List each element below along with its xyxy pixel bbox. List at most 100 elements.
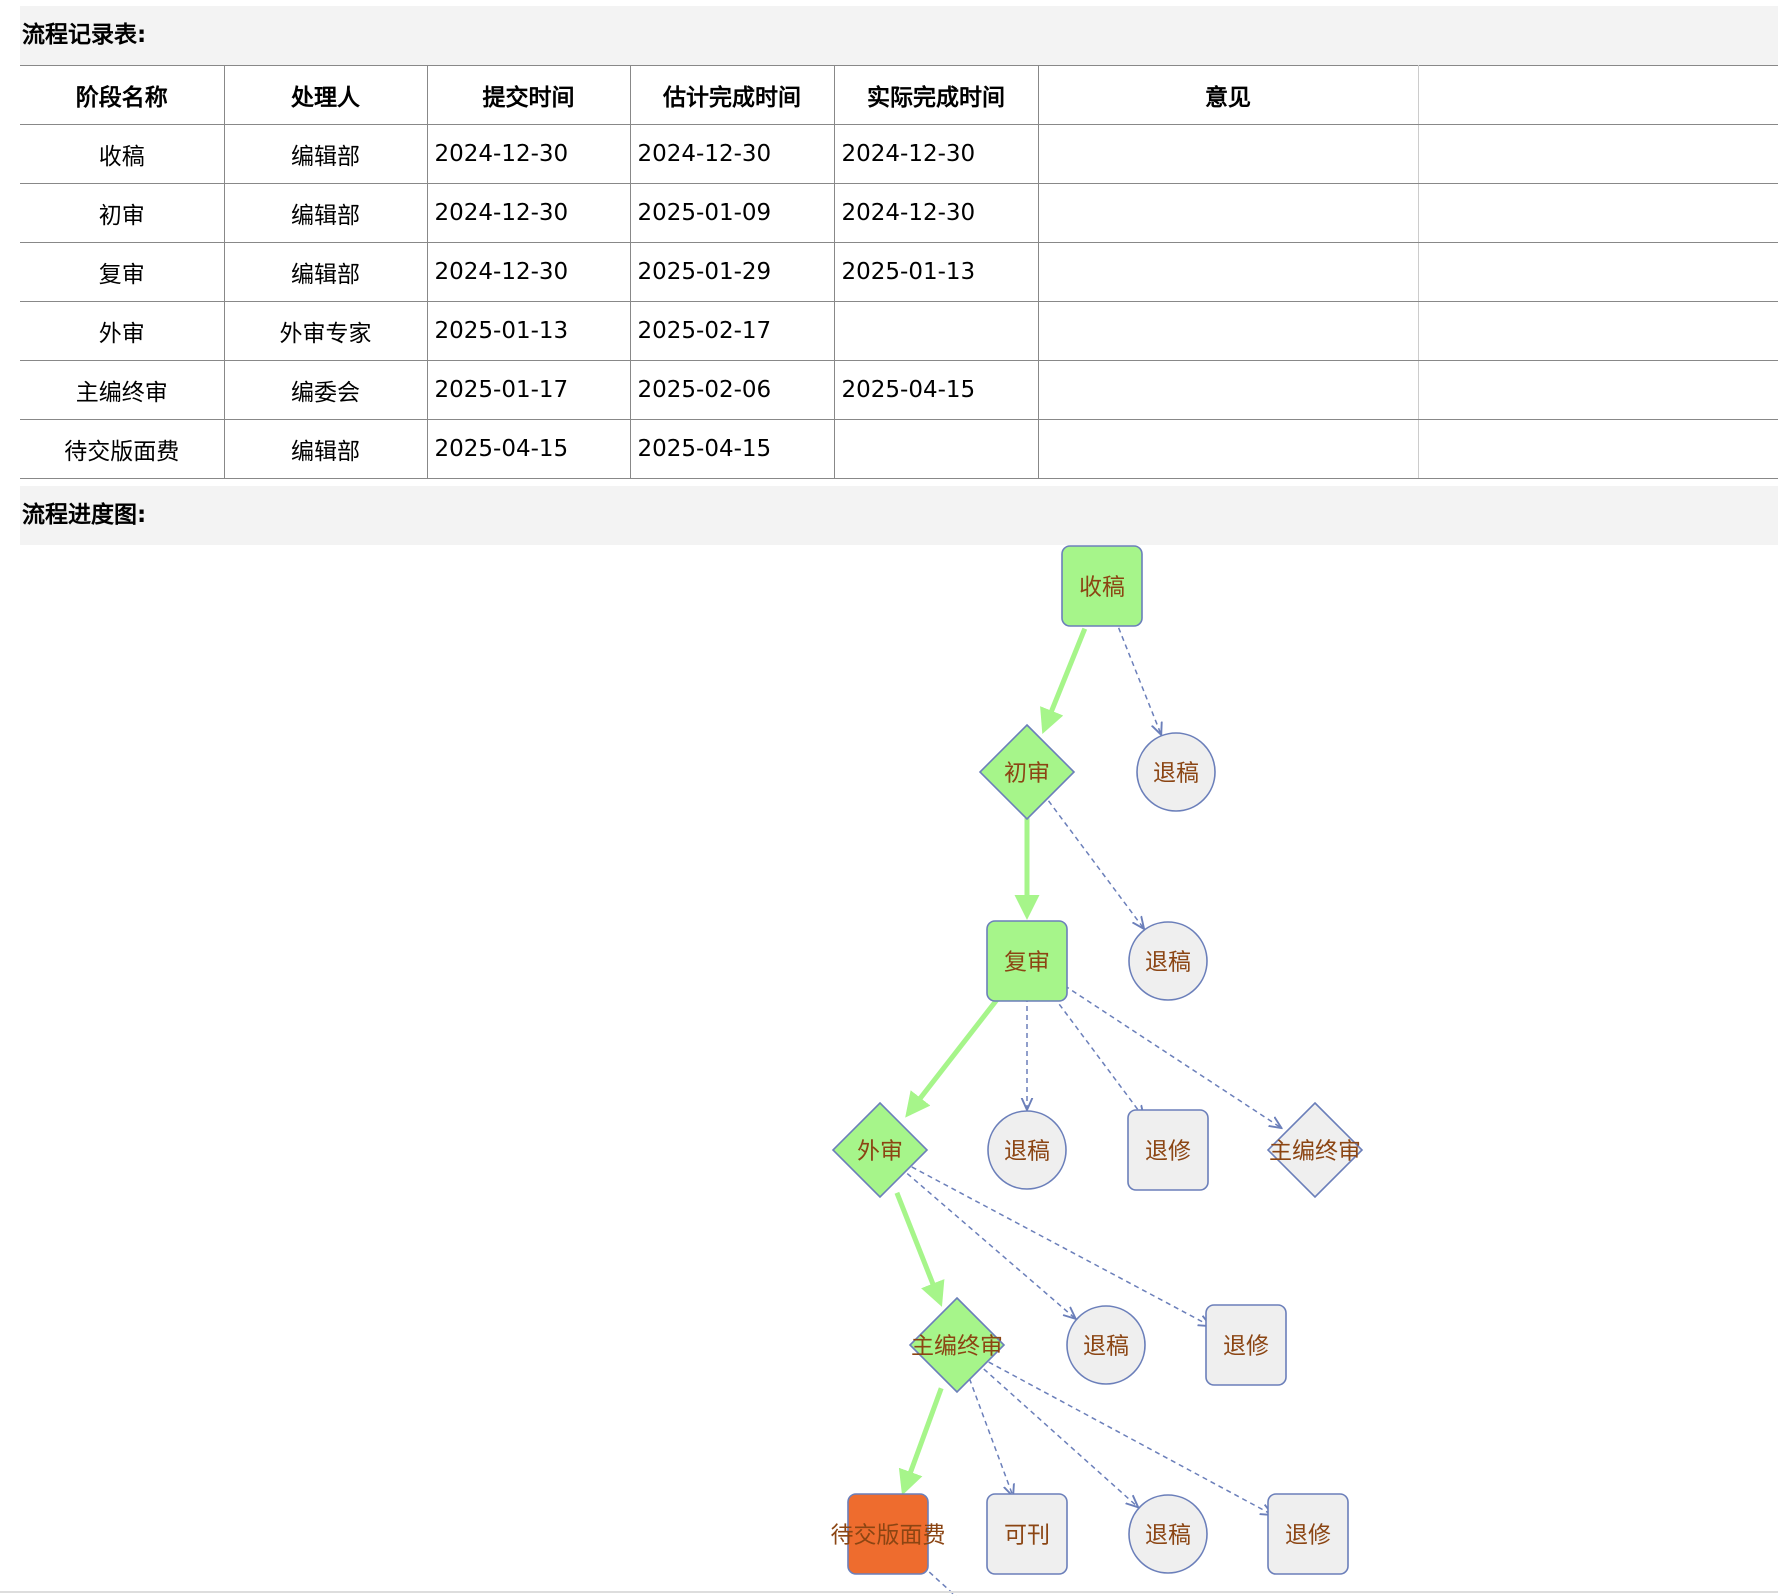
cell-submitted: 2025-01-17	[427, 360, 631, 420]
table-row: 收稿 编辑部 2024-12-30 2024-12-30 2024-12-30	[20, 124, 1778, 184]
col-header-submitted: 提交时间	[427, 65, 631, 125]
table-row: 主编终审 编委会 2025-01-17 2025-02-06 2025-04-1…	[20, 360, 1778, 420]
edge-chushen-to-tuigao-2	[1047, 800, 1145, 929]
node-label: 退修	[1223, 1334, 1269, 1360]
table-row: 待交版面费 编辑部 2025-04-15 2025-04-15	[20, 419, 1778, 479]
edge-zhubian-2-to-kekan	[968, 1378, 1014, 1497]
edge-shougao-to-chushen	[1040, 627, 1088, 734]
cell-estimated: 2025-01-09	[630, 183, 835, 243]
cell-stage: 待交版面费	[20, 419, 225, 479]
edge-zhubian-2-to-tuigao-5	[983, 1368, 1138, 1507]
node-rounded-square-shape	[1061, 545, 1143, 627]
cell-handler: 编辑部	[224, 124, 428, 184]
cell-stage: 外审	[20, 301, 225, 361]
cell-estimated: 2025-04-15	[630, 419, 835, 479]
flow-edges	[894, 619, 1282, 1596]
edge-shougao-to-tuigao-1	[1114, 619, 1161, 734]
cell-stage: 复审	[20, 242, 225, 302]
flow-node-tuigao-3[interactable]: 退稿	[987, 1110, 1067, 1190]
node-circle-shape	[1128, 921, 1208, 1001]
col-header-stage: 阶段名称	[20, 65, 225, 125]
cell-actual	[834, 301, 1039, 361]
col-header-opinion: 意见	[1038, 65, 1419, 125]
cell-opinion	[1038, 242, 1419, 302]
flow-node-tuixiu-2[interactable]: 退修	[1205, 1304, 1287, 1386]
node-label: 主编终审	[911, 1334, 1003, 1360]
col-header-estimated: 估计完成时间	[630, 65, 835, 125]
edge-zhubian-2-to-daijiao	[898, 1387, 944, 1496]
flow-node-kekan[interactable]: 可刊	[986, 1493, 1068, 1575]
node-label: 主编终审	[1269, 1139, 1361, 1165]
cell-opinion	[1038, 419, 1419, 479]
cell-submitted: 2024-12-30	[427, 242, 631, 302]
node-label: 退稿	[1153, 761, 1199, 787]
col-header-actual: 实际完成时间	[834, 65, 1039, 125]
cell-estimated: 2025-01-29	[630, 242, 835, 302]
process-record-table: 阶段名称 处理人 提交时间 估计完成时间 实际完成时间 意见 收稿 编辑部 20…	[20, 65, 1778, 479]
node-rounded-square-shape	[847, 1493, 929, 1575]
edge-waishen-to-tuixiu-2	[911, 1166, 1211, 1326]
node-label: 外审	[857, 1139, 903, 1165]
cell-submitted: 2024-12-30	[427, 124, 631, 184]
table-row: 复审 编辑部 2024-12-30 2025-01-29 2025-01-13	[20, 242, 1778, 302]
node-circle-shape	[987, 1110, 1067, 1190]
flow-node-zhubian-2[interactable]: 主编终审	[908, 1296, 1006, 1394]
flow-node-tuigao-2[interactable]: 退稿	[1128, 921, 1208, 1001]
cell-actual	[834, 419, 1039, 479]
bottom-divider	[0, 1591, 1778, 1593]
edge-waishen-to-tuigao-4	[906, 1172, 1075, 1319]
node-diamond-shape	[978, 723, 1076, 821]
node-label: 复审	[1004, 950, 1050, 976]
flow-node-shougao[interactable]: 收稿	[1061, 545, 1143, 627]
node-label: 退稿	[1004, 1139, 1050, 1165]
cell-estimated: 2025-02-06	[630, 360, 835, 420]
flow-node-tuigao-1[interactable]: 退稿	[1136, 732, 1216, 812]
flow-node-tuixiu-3[interactable]: 退修	[1267, 1493, 1349, 1575]
cell-handler: 编委会	[224, 360, 428, 420]
edge-fushen-to-zhubian-1	[1056, 980, 1281, 1128]
col-header-handler: 处理人	[224, 65, 428, 125]
cell-opinion	[1038, 183, 1419, 243]
node-rounded-square-shape	[1205, 1304, 1287, 1386]
flow-node-fushen[interactable]: 复审	[986, 920, 1068, 1002]
flow-node-zhubian-1[interactable]: 主编终审	[1266, 1101, 1364, 1199]
cell-extra	[1418, 242, 1778, 302]
edge-fushen-to-tuixiu-1	[1047, 989, 1145, 1118]
node-circle-shape	[1136, 732, 1216, 812]
node-label: 退稿	[1083, 1334, 1129, 1360]
cell-handler: 编辑部	[224, 419, 428, 479]
cell-submitted: 2024-12-30	[427, 183, 631, 243]
cell-opinion	[1038, 301, 1419, 361]
node-rounded-square-shape	[986, 1493, 1068, 1575]
record-table-title: 流程记录表:	[20, 6, 1778, 65]
node-circle-shape	[1128, 1494, 1208, 1574]
flow-node-daijiao[interactable]: 待交版面费	[831, 1493, 946, 1575]
node-diamond-shape	[831, 1101, 929, 1199]
table-row: 外审 外审专家 2025-01-13 2025-02-17	[20, 301, 1778, 361]
flow-node-waishen[interactable]: 外审	[831, 1101, 929, 1199]
node-rounded-square-shape	[986, 920, 1068, 1002]
cell-handler: 编辑部	[224, 183, 428, 243]
node-rounded-square-shape	[1127, 1109, 1209, 1191]
flow-node-chushen[interactable]: 初审	[978, 723, 1076, 821]
node-diamond-shape	[1266, 1101, 1364, 1199]
cell-estimated: 2024-12-30	[630, 124, 835, 184]
edge-waishen-to-zhubian-2	[894, 1191, 945, 1307]
cell-extra	[1418, 360, 1778, 420]
flow-node-tuixiu-1[interactable]: 退修	[1127, 1109, 1209, 1191]
node-circle-shape	[1066, 1305, 1146, 1385]
cell-estimated: 2025-02-17	[630, 301, 835, 361]
node-label: 退稿	[1145, 950, 1191, 976]
flow-node-tuigao-5[interactable]: 退稿	[1128, 1494, 1208, 1574]
cell-extra	[1418, 183, 1778, 243]
progress-chart-title: 流程进度图:	[20, 486, 1778, 545]
node-rounded-square-shape	[1267, 1493, 1349, 1575]
cell-opinion	[1038, 360, 1419, 420]
cell-actual: 2024-12-30	[834, 183, 1039, 243]
node-label: 初审	[1004, 761, 1050, 787]
cell-submitted: 2025-04-15	[427, 419, 631, 479]
node-diamond-shape	[908, 1296, 1006, 1394]
flow-node-tuigao-4[interactable]: 退稿	[1066, 1305, 1146, 1385]
cell-stage: 初审	[20, 183, 225, 243]
cell-stage: 收稿	[20, 124, 225, 184]
